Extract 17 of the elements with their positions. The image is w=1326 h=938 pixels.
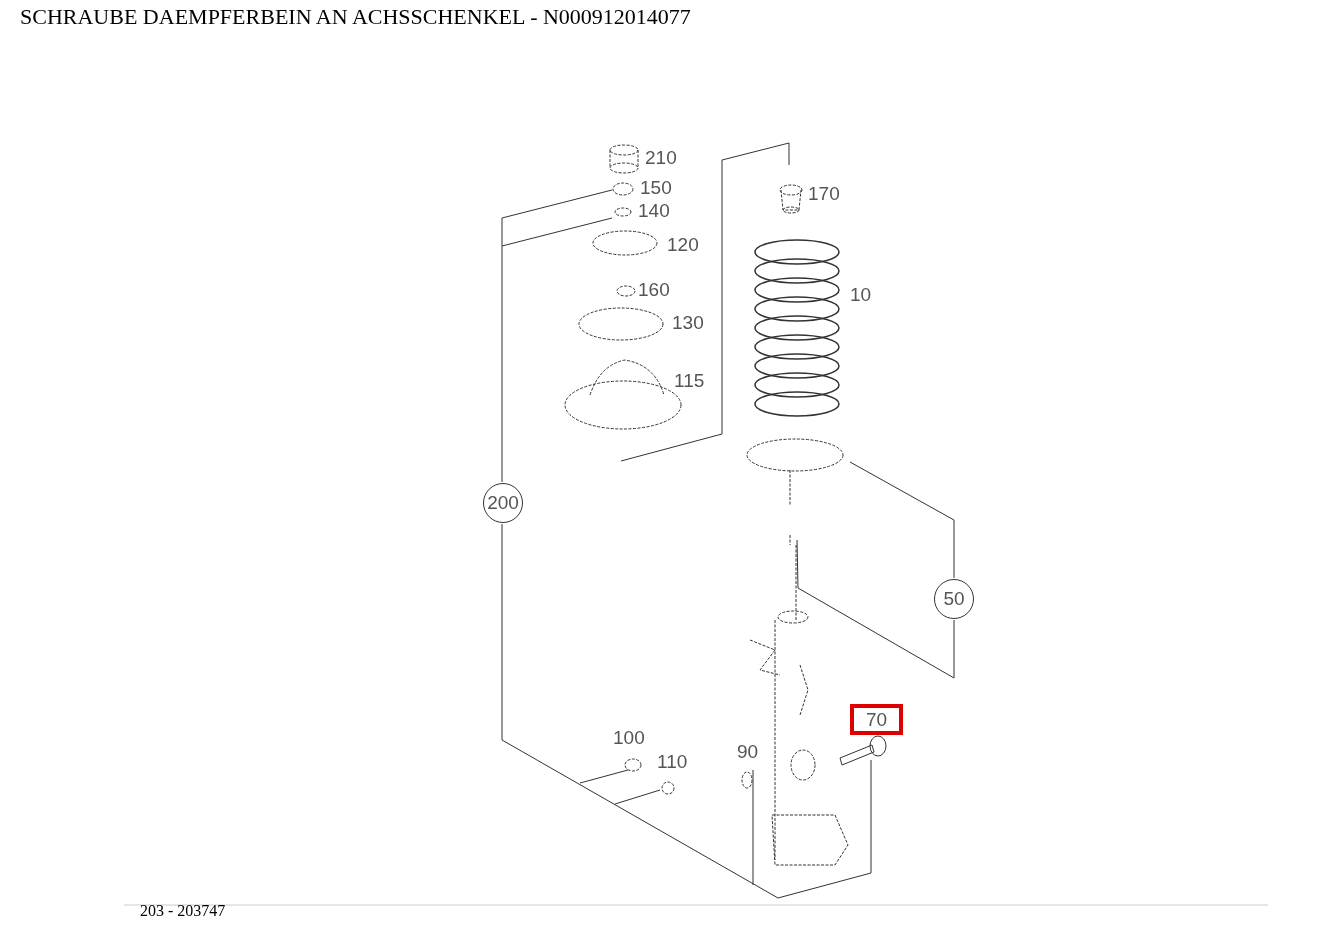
callout-number: 210 <box>645 148 677 168</box>
footer-caption: 203 - 203747 <box>140 902 226 920</box>
callout-number: 115 <box>674 371 705 391</box>
callout-number: 10 <box>850 285 872 305</box>
callout-number: 150 <box>640 178 672 198</box>
callout-number: 160 <box>638 280 670 300</box>
callout-number: 120 <box>667 235 699 255</box>
callout-number: 110 <box>657 752 688 772</box>
callout-circle: 50 <box>934 579 974 619</box>
callout-number: 100 <box>613 728 645 748</box>
title: SCHRAUBE DAEMPFERBEIN AN ACHSSCHENKEL - N000912014077 <box>20 4 691 30</box>
callout-circle: 200 <box>483 483 523 523</box>
callout-number: 130 <box>672 313 704 333</box>
callout-number: 170 <box>808 184 840 204</box>
callout-number: 140 <box>638 201 670 221</box>
highlighted-callout-number: 70 <box>850 704 903 735</box>
callout-number: 90 <box>737 742 759 762</box>
